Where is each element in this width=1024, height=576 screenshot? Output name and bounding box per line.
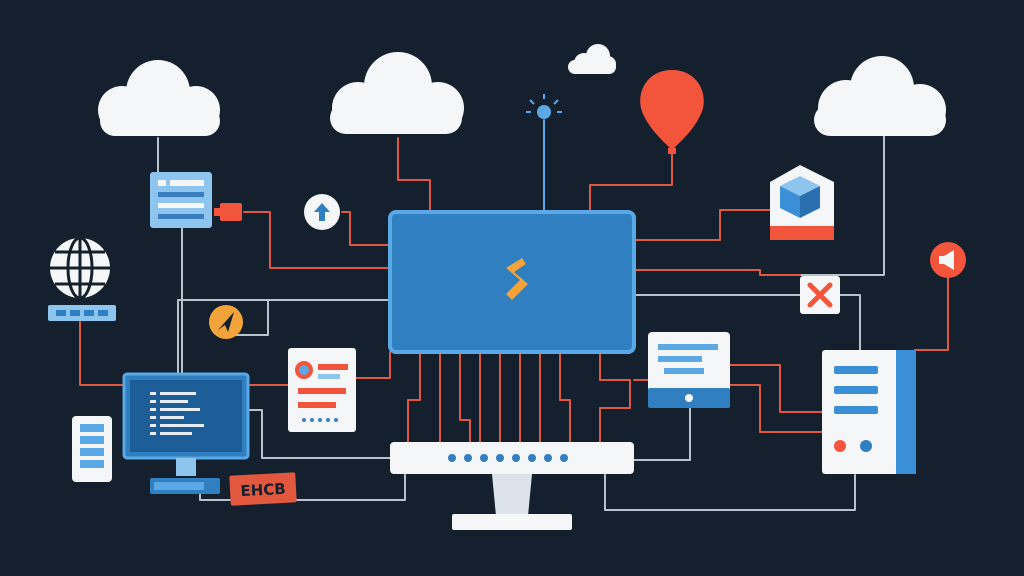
cloud-icon xyxy=(814,56,946,136)
cloud-icon xyxy=(98,60,220,136)
globe-icon xyxy=(48,236,116,321)
close-icon[interactable] xyxy=(800,276,840,314)
central-hub[interactable] xyxy=(388,210,636,354)
document-panel xyxy=(150,172,212,228)
connection-wires xyxy=(79,119,949,511)
tag-label: EHCB xyxy=(229,472,297,506)
document-card xyxy=(288,348,356,432)
gray-wires xyxy=(157,131,885,511)
orange-wires xyxy=(79,137,949,446)
cloud-icon xyxy=(568,44,616,74)
dollar-icon xyxy=(506,258,528,300)
lightbulb-icon xyxy=(526,94,562,119)
tag-text: EHCB xyxy=(240,480,286,500)
connector-plug-icon xyxy=(214,203,242,221)
cloud-icon xyxy=(330,52,464,134)
balloon-icon xyxy=(640,70,704,154)
tablet-icon xyxy=(648,332,730,408)
router-icon xyxy=(390,442,634,530)
server-icon xyxy=(822,350,916,474)
up-arrow-icon[interactable] xyxy=(304,194,340,230)
monitor-icon xyxy=(122,372,250,494)
megaphone-icon[interactable] xyxy=(930,242,966,278)
send-icon[interactable] xyxy=(209,305,243,339)
cube-icon xyxy=(770,165,834,240)
phone-icon xyxy=(72,416,112,482)
